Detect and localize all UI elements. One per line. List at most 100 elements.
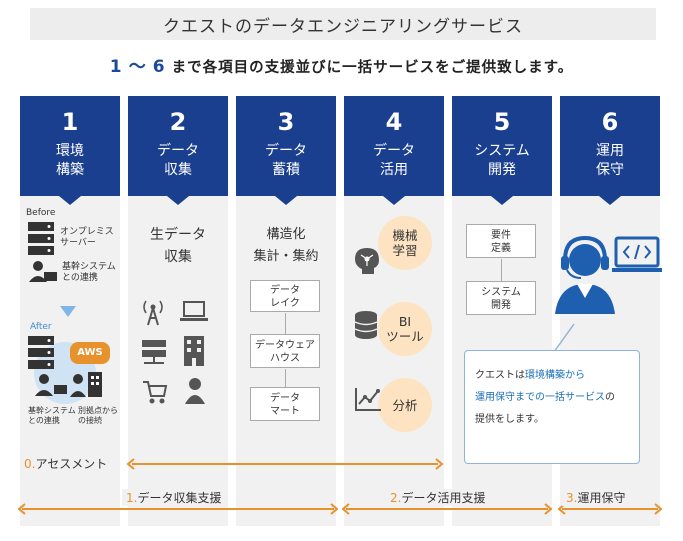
header-pointer (167, 196, 189, 205)
structuring-text: 構造化 集計・集約 (236, 224, 336, 268)
column-number: 5 (493, 108, 511, 136)
data-warehouse-box: データウェア ハウス (250, 334, 320, 368)
collection-support-arrow (18, 503, 338, 515)
phase-text: データ活用支援 (401, 491, 486, 505)
data-warehouse-line1: データウェア (255, 340, 315, 351)
raw-data-line1: 生データ (150, 227, 206, 243)
bi-line1: BI (398, 314, 412, 329)
column-title-line1: データ (157, 143, 199, 159)
column-collection: 2 データ 収集 生データ 収集 (128, 96, 228, 526)
requirements-box: 要件 定義 (466, 224, 536, 258)
system-dev-line2: 開発 (491, 300, 511, 311)
aws-cloud-icon: AWS (70, 342, 110, 364)
ml-line2: 学習 (392, 243, 418, 258)
monitor-code-icon (612, 236, 662, 272)
column-title-line1: 環境 (56, 143, 84, 159)
column-number: 4 (385, 108, 403, 136)
core-after-line2: との連携 (28, 416, 60, 425)
phase-number: 3. (566, 491, 578, 505)
column-number: 2 (169, 108, 187, 136)
column-number: 1 (61, 108, 79, 136)
requirements-line2: 定義 (491, 243, 511, 254)
column-header: 4 データ 活用 (344, 96, 444, 196)
data-mart-line2: マート (270, 406, 300, 417)
column-title-line2: 構築 (56, 162, 84, 178)
analytics-chart-icon (355, 388, 381, 411)
core-after-line1: 基幹システム (28, 406, 76, 415)
onprem-line2: サーバー (60, 238, 96, 248)
connector-line (285, 369, 286, 387)
callout-line3: 提供をします。 (475, 414, 544, 425)
core-line2: との連携 (62, 273, 98, 283)
column-environment: 1 環境 構築 Before オンプレミス サーバー 基幹システム との連携 A… (20, 96, 120, 526)
callout-highlight: 環境構築から (525, 370, 585, 381)
column-number: 6 (601, 108, 619, 136)
data-lake-box: データ レイク (250, 280, 320, 312)
structuring-line2: 集計・集約 (253, 249, 319, 264)
branch-line1: 別拠点から (78, 406, 118, 415)
callout-highlight: 運用保守までの一括サービス (475, 392, 605, 403)
utilization-support-arrow (342, 503, 552, 515)
phase-utilization-label: 2.データ活用支援 (386, 489, 490, 506)
server-icon (28, 336, 54, 369)
column-title-line2: 開発 (488, 162, 516, 178)
column-title-line2: 活用 (380, 162, 408, 178)
analysis-circle: 分析 (378, 378, 432, 432)
onprem-line1: オンプレミス (60, 227, 114, 237)
database-icon (354, 311, 378, 339)
phase-number: 1. (126, 491, 138, 505)
data-warehouse-line2: ハウス (270, 353, 300, 364)
system-dev-line1: システム (481, 287, 521, 298)
ai-brain-icon (355, 248, 379, 274)
column-title-line2: 蓄積 (272, 162, 300, 178)
connector-line (501, 259, 502, 281)
data-mart-line1: データ (270, 393, 300, 404)
branch-line2: の接続 (78, 416, 102, 425)
header-pointer (599, 196, 621, 205)
page-subtitle: 1 〜 6 まで各項目の支援並びに一括サービスをご提供致します。 (0, 52, 683, 77)
phase-text: 運用保守 (577, 491, 626, 505)
core-system-label: 基幹システム との連携 (62, 262, 116, 284)
after-label: After (30, 322, 52, 332)
building-icon (184, 336, 204, 366)
structuring-line1: 構造化 (266, 227, 306, 242)
onprem-label: オンプレミス サーバー (60, 227, 114, 249)
down-triangle-icon (60, 306, 76, 317)
callout-text: クエストは (475, 370, 525, 381)
support-operator-icon (555, 235, 615, 314)
ml-circle: 機械学習 (378, 216, 432, 270)
column-storage: 3 データ 蓄積 構造化 集計・集約 データ レイク データウェア ハウス デー… (236, 96, 336, 526)
column-header: 1 環境 構築 (20, 96, 120, 196)
core-system-user-icon (29, 261, 57, 282)
data-lake-line1: データ (270, 285, 300, 296)
server-icon (28, 222, 54, 255)
column-title-line1: 運用 (596, 143, 624, 159)
network-server-icon (142, 340, 166, 364)
service-callout: クエストは環境構築から 運用保守までの一括サービスの 提供をします。 (464, 350, 640, 464)
column-title-line2: 保守 (596, 162, 624, 178)
header-pointer (383, 196, 405, 205)
person-icon (185, 378, 205, 404)
subtitle-text: まで各項目の支援並びに一括サービスをご提供致します。 (171, 60, 574, 76)
ml-line1: 機械 (392, 228, 418, 243)
callout-text: の (605, 392, 615, 403)
column-header: 5 システム 開発 (452, 96, 552, 196)
column-title-line2: 収集 (164, 162, 192, 178)
column-title-line1: データ (265, 143, 307, 159)
callout-line1: クエストは環境構築から (475, 365, 639, 387)
header-pointer (491, 196, 513, 205)
subtitle-num-end: 6 (152, 57, 166, 77)
column-header: 6 運用 保守 (560, 96, 660, 196)
before-label: Before (26, 208, 56, 218)
callout-line2: 運用保守までの一括サービスの (475, 387, 639, 409)
assessment-arrow (126, 458, 444, 470)
bi-line2: ツール (386, 329, 424, 344)
branch-office-icon (70, 372, 102, 397)
branch-label: 別拠点から の接続 (78, 406, 118, 426)
column-header: 3 データ 蓄積 (236, 96, 336, 196)
column-header: 2 データ 収集 (128, 96, 228, 196)
core-line1: 基幹システム (62, 262, 116, 272)
data-mart-box: データ マート (250, 387, 320, 421)
